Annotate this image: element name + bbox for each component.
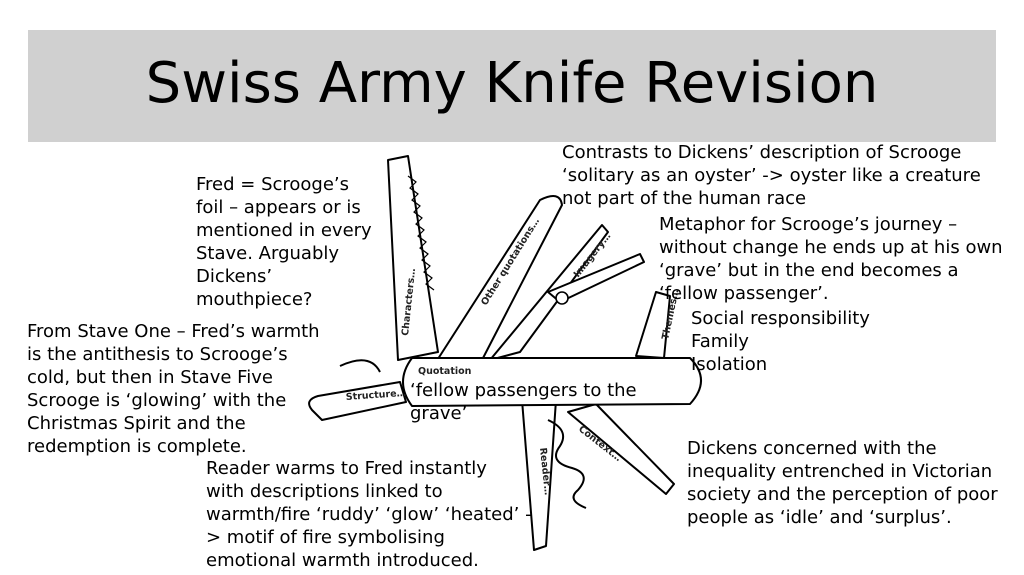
note-line: Contrasts to Dickens’ description of Scr…	[562, 142, 962, 163]
hook-curl	[339, 359, 381, 373]
note-metaphor: Metaphor for Scrooge’s journey –without …	[659, 213, 1003, 305]
title-bar: Swiss Army Knife Revision	[28, 30, 996, 142]
note-line: not part of the human race	[562, 188, 807, 209]
note-line: mouthpiece?	[196, 289, 313, 310]
note-line: Isolation	[691, 354, 768, 375]
label-quotation: Quotation	[418, 366, 472, 377]
note-line: Reader warms to Fred instantly	[206, 458, 487, 479]
note-line: is the antithesis to Scrooge’s	[27, 344, 288, 365]
note-line: redemption is complete.	[27, 436, 247, 457]
long-blade	[435, 195, 563, 363]
note-line: ‘solitary as an oyster’ -> oyster like a…	[562, 165, 981, 186]
saw-teeth	[407, 175, 435, 291]
context-tool	[567, 403, 675, 495]
note-line: Christmas Spirit and the	[27, 413, 246, 434]
note-line: people as ‘idle’ and ‘surplus’.	[687, 507, 952, 528]
note-line: ‘grave’ but in the end becomes a	[659, 260, 959, 281]
note-line: mentioned in every	[196, 220, 372, 241]
knife-handle	[402, 357, 702, 407]
corkscrew-icon	[547, 419, 587, 509]
note-line: From Stave One – Fred’s warmth	[27, 321, 320, 342]
scissors-pivot-icon	[555, 291, 569, 305]
note-line: warmth/fire ‘ruddy’ ‘glow’ ‘heated’ -	[206, 504, 532, 525]
note-line: society and the perception of poor	[687, 484, 998, 505]
hook-tool	[308, 381, 407, 421]
note-line: Stave. Arguably	[196, 243, 340, 264]
note-line: > motif of fire symbolising	[206, 527, 445, 548]
note-line: grave’	[410, 403, 468, 424]
note-line: inequality entrenched in Victorian	[687, 461, 993, 482]
label-structure: Structure…	[345, 388, 406, 403]
note-line: Dickens’	[196, 266, 273, 287]
note-line: without change he ends up at his own	[659, 237, 1003, 258]
note-line: ‘fellow passengers to the	[410, 380, 637, 401]
page-title: Swiss Army Knife Revision	[145, 51, 879, 116]
note-line: Dickens concerned with the	[687, 438, 937, 459]
note-line: Scrooge is ‘glowing’ with the	[27, 390, 287, 411]
label-reader: Reader…	[537, 447, 553, 495]
saw-blade	[387, 155, 439, 361]
note-line: with descriptions linked to	[206, 481, 443, 502]
note-line: Social responsibility	[691, 308, 870, 329]
note-line: foil – appears or is	[196, 197, 361, 218]
note-contrasts: Contrasts to Dickens’ description of Scr…	[562, 141, 981, 210]
note-line: ‘fellow passenger’.	[659, 283, 829, 304]
note-line: Metaphor for Scrooge’s journey –	[659, 214, 958, 235]
note-line: cold, but then in Stave Five	[27, 367, 273, 388]
note-line: Fred = Scrooge’s	[196, 174, 350, 195]
note-line: Family	[691, 331, 749, 352]
note-line: emotional warmth introduced.	[206, 550, 479, 571]
